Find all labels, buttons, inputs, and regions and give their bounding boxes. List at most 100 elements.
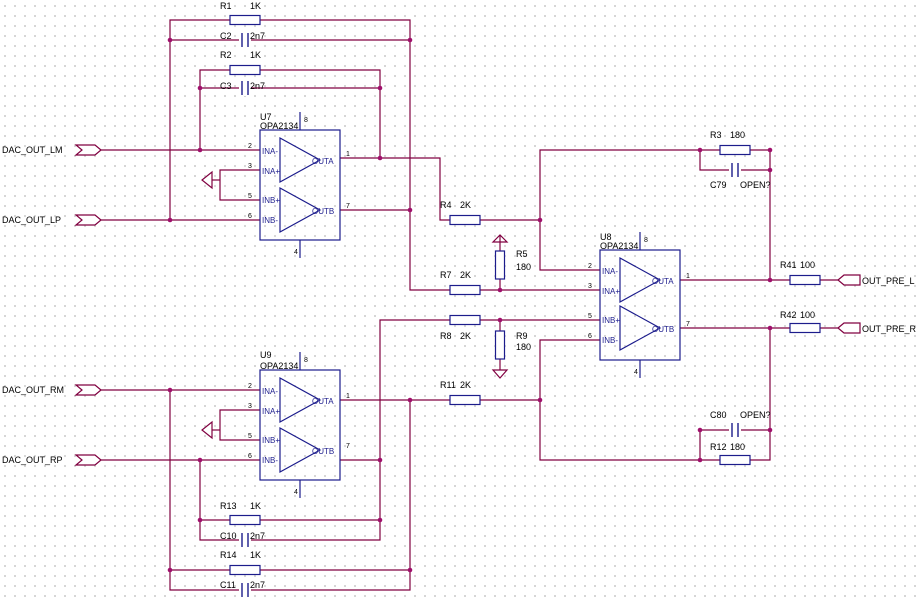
port-dac-out-lp[interactable]: DAC_OUT_LP — [2, 214, 102, 226]
c2-ref: C2 — [220, 31, 232, 41]
pin-label: INB- — [262, 216, 278, 225]
r9[interactable]: R9 180 — [491, 330, 531, 379]
r2[interactable]: R2 1K — [220, 50, 261, 76]
r14[interactable]: R14 1K — [220, 550, 261, 576]
pin-label: INB- — [262, 456, 278, 465]
r2-value: 1K — [250, 50, 261, 60]
r3[interactable]: R3 180 — [710, 130, 751, 156]
r7-ref: R7 — [440, 270, 452, 280]
c79-ref: C79 — [710, 180, 727, 190]
pin-number: 6 — [588, 333, 592, 340]
pin-label: INA- — [262, 387, 278, 396]
r12[interactable]: R12 180 — [710, 442, 751, 466]
r8[interactable]: R8 2K — [440, 314, 481, 342]
r5-ref: R5 — [516, 249, 528, 259]
r8-ref: R8 — [440, 331, 452, 341]
pin-number: 7 — [346, 443, 350, 450]
r11-value: 2K — [460, 380, 471, 390]
pin-number: 5 — [248, 433, 252, 440]
r2-ref: R2 — [220, 50, 232, 60]
port-dac-out-rp[interactable]: DAC_OUT_RP — [2, 454, 102, 466]
r5-value: 180 — [516, 262, 531, 272]
r4-value: 2K — [460, 200, 471, 210]
r7[interactable]: R7 2K — [440, 270, 481, 296]
r41[interactable]: R41 100 — [780, 260, 821, 286]
wires — [100, 19, 838, 591]
pin-number: 8 — [644, 237, 648, 244]
pin-number: 2 — [248, 383, 252, 390]
r4[interactable]: R4 2K — [440, 200, 481, 226]
c79[interactable]: C79 OPEN? — [710, 162, 771, 190]
r1-value: 1K — [250, 1, 261, 11]
c79-value: OPEN? — [740, 180, 771, 190]
r14-value: 1K — [250, 550, 261, 560]
pin-label: OUTB — [312, 447, 334, 456]
u8-part: OPA2134 — [600, 241, 638, 251]
r11[interactable]: R11 2K — [440, 380, 481, 406]
pin-number: 4 — [294, 249, 298, 256]
c3[interactable]: C3 2n7 — [220, 80, 265, 96]
pin-label: INA+ — [262, 407, 280, 416]
pin-number: 4 — [294, 489, 298, 496]
pin-number: 4 — [634, 369, 638, 376]
pin-label: OUTB — [312, 207, 334, 216]
r3-ref: R3 — [710, 130, 722, 140]
c3-value: 2n7 — [250, 81, 265, 91]
r42-value: 100 — [800, 310, 815, 320]
r13-ref: R13 — [220, 501, 237, 511]
pin-number: 5 — [588, 313, 592, 320]
opamp-u8[interactable]: U8 OPA2134 INA- INA+ INB+ INB- OUTA OUTB… — [588, 232, 690, 378]
r12-value: 180 — [730, 442, 745, 452]
pin-number: 7 — [346, 203, 350, 210]
u8-ref: U8 — [600, 232, 612, 242]
pin-label: INB+ — [262, 196, 280, 205]
r13-value: 1K — [250, 501, 261, 511]
r9-value: 180 — [516, 342, 531, 352]
r41-ref: R41 — [780, 260, 797, 270]
port-label: DAC_OUT_LP — [2, 215, 61, 225]
port-label: DAC_OUT_LM — [2, 145, 63, 155]
r4-ref: R4 — [440, 200, 452, 210]
r41-value: 100 — [800, 260, 815, 270]
port-out-pre-r[interactable]: OUT_PRE_R — [837, 322, 917, 334]
pin-number: 1 — [686, 273, 690, 280]
c10[interactable]: C10 2n7 — [220, 531, 265, 548]
ground-icon — [201, 420, 213, 440]
port-out-pre-l[interactable]: OUT_PRE_L — [837, 274, 915, 286]
c80-value: OPEN? — [740, 410, 771, 420]
pin-number: 7 — [686, 321, 690, 328]
u9-part: OPA2134 — [260, 361, 298, 371]
port-label: DAC_OUT_RP — [2, 455, 63, 465]
c80[interactable]: C80 OPEN? — [710, 410, 771, 438]
r1-ref: R1 — [220, 1, 232, 11]
pin-number: 1 — [346, 393, 350, 400]
pin-label: INA- — [262, 147, 278, 156]
r5[interactable]: R5 180 — [491, 234, 531, 280]
c11[interactable]: C11 2n7 — [220, 580, 265, 598]
port-label: OUT_PRE_R — [862, 324, 917, 334]
pin-label: OUTA — [312, 157, 334, 166]
c10-value: 2n7 — [250, 531, 265, 541]
pin-number: 8 — [304, 357, 308, 364]
r8-value: 2K — [460, 331, 471, 341]
port-label: OUT_PRE_L — [862, 276, 915, 286]
opamp-u7[interactable]: U7 OPA2134 INA- INA+ INB+ INB- OUTA OUTB… — [248, 112, 350, 258]
r42[interactable]: R42 100 — [780, 310, 821, 334]
pin-number: 2 — [588, 263, 592, 270]
pin-label: INB+ — [602, 316, 620, 325]
u7-part: OPA2134 — [260, 121, 298, 131]
pin-number: 3 — [248, 163, 252, 170]
u9-ref: U9 — [260, 350, 272, 360]
port-dac-out-lm[interactable]: DAC_OUT_LM — [2, 144, 102, 156]
r1[interactable]: R1 1K — [220, 1, 261, 26]
opamp-u9[interactable]: U9 OPA2134 INA- INA+ INB+ INB- OUTA OUTB… — [248, 350, 350, 498]
port-dac-out-rm[interactable]: DAC_OUT_RM — [2, 384, 102, 396]
c80-ref: C80 — [710, 410, 727, 420]
pin-label: OUTB — [652, 325, 674, 334]
junctions — [167, 37, 773, 573]
pin-number: 6 — [248, 213, 252, 220]
c2[interactable]: C2 2n7 — [220, 31, 265, 48]
pin-label: INB- — [602, 336, 618, 345]
r3-value: 180 — [730, 130, 745, 140]
r13[interactable]: R13 1K — [220, 501, 261, 526]
